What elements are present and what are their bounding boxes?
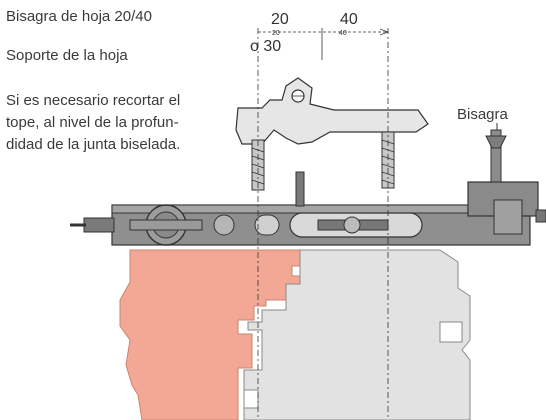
trim-note-line-2: tope, al nivel de la profun- bbox=[6, 114, 179, 131]
leaf-support-label: Soporte de la hoja bbox=[6, 47, 128, 64]
left-knob[interactable] bbox=[83, 217, 115, 233]
trim-note-line-1: Si es necesario recortar el bbox=[6, 92, 181, 109]
dimension-20: 20 bbox=[271, 11, 289, 28]
sash-profile bbox=[119, 249, 301, 420]
frame-groove bbox=[439, 321, 463, 343]
trim-note-line-3: didad de la junta biselada. bbox=[6, 136, 181, 153]
hinge-pin bbox=[490, 129, 502, 183]
adjust-knob[interactable] bbox=[213, 214, 235, 236]
frame-groove-lower bbox=[243, 389, 259, 409]
dimension-40: 40 bbox=[340, 11, 358, 28]
title-label: Bisagra de hoja 20/40 bbox=[6, 8, 152, 25]
frame-profile bbox=[243, 249, 471, 420]
hinge-label: Bisagra bbox=[457, 106, 508, 123]
trim-note: Si es necesario recortar el tope, al niv… bbox=[6, 90, 180, 156]
dimension-small-20: 20 bbox=[272, 30, 280, 37]
dimension-o30: o 30 bbox=[250, 38, 282, 55]
dimension-small-40: 40 bbox=[339, 30, 347, 37]
dimension-lines bbox=[257, 28, 390, 420]
leaf-support bbox=[235, 77, 429, 145]
